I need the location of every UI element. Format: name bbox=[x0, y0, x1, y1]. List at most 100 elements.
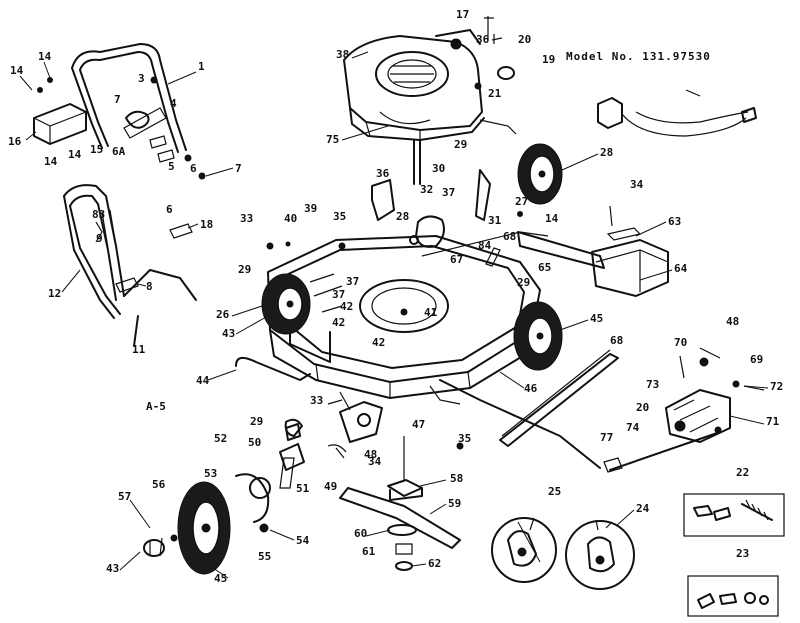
callout-c-74: 74 bbox=[626, 421, 640, 434]
callout-c-36a: 36 bbox=[476, 33, 490, 46]
callout-c-6b: 6 bbox=[190, 162, 197, 175]
callout-c-45b: 45 bbox=[214, 572, 227, 585]
callout-c-63: 63 bbox=[668, 215, 681, 228]
kit-22 bbox=[683, 493, 785, 537]
callout-c-29c: 29 bbox=[517, 276, 530, 289]
callout-c-29b: 29 bbox=[238, 263, 251, 276]
callout-c-41: 41 bbox=[424, 306, 438, 319]
callout-c-51: 51 bbox=[296, 482, 310, 495]
callout-c-7a: 7 bbox=[114, 93, 121, 106]
callout-c-70: 70 bbox=[674, 336, 687, 349]
callout-c-64: 64 bbox=[674, 262, 688, 275]
callout-c-6a: 6A bbox=[112, 145, 126, 158]
callout-c-14a: 14 bbox=[10, 64, 24, 77]
callout-c-37c: 37 bbox=[332, 288, 345, 301]
callout-c-23: 23 bbox=[736, 547, 749, 560]
rear-assembly bbox=[603, 347, 765, 473]
callout-c-1: 1 bbox=[198, 60, 205, 73]
callout-c-55: 55 bbox=[258, 550, 271, 563]
inset-25 bbox=[491, 517, 557, 583]
callout-c-75: 75 bbox=[326, 133, 339, 146]
control-box bbox=[33, 103, 87, 145]
callout-c-32: 32 bbox=[420, 183, 433, 196]
callout-leaders bbox=[19, 51, 769, 579]
callout-c-68b: 68 bbox=[610, 334, 623, 347]
callout-c-67: 67 bbox=[450, 253, 463, 266]
callout-c-77: 77 bbox=[600, 431, 613, 444]
callout-c-40: 40 bbox=[284, 212, 297, 225]
callout-c-20: 20 bbox=[518, 33, 531, 46]
callout-c-49: 49 bbox=[324, 480, 337, 493]
callout-c-35b: 35 bbox=[458, 432, 471, 445]
callout-c-16: 16 bbox=[8, 135, 22, 148]
callout-c-46: 46 bbox=[524, 382, 538, 395]
engine bbox=[343, 16, 517, 185]
callout-c-61: 61 bbox=[362, 545, 376, 558]
kit-23 bbox=[687, 575, 779, 617]
callout-c-57: 57 bbox=[118, 490, 131, 503]
callout-c-29d: 29 bbox=[250, 415, 263, 428]
callout-c-11: 11 bbox=[132, 343, 146, 356]
callout-c-38a: 38 bbox=[336, 48, 349, 61]
callout-c-72: 72 bbox=[770, 380, 783, 393]
upper-handle bbox=[71, 43, 187, 153]
callout-c-24: 24 bbox=[636, 502, 650, 515]
callout-c-39: 39 bbox=[304, 202, 317, 215]
callout-c-21: 21 bbox=[488, 87, 502, 100]
model-number-label: Model No. 131.97530 bbox=[566, 50, 711, 63]
callout-c-27: 27 bbox=[515, 195, 528, 208]
callout-c-6c: 6 bbox=[166, 203, 173, 216]
callout-c-30: 30 bbox=[432, 162, 445, 175]
callout-c-33a: 33 bbox=[240, 212, 253, 225]
callout-c-52: 52 bbox=[214, 432, 227, 445]
callout-c-62: 62 bbox=[428, 557, 441, 570]
callout-c-65: 65 bbox=[538, 261, 551, 274]
callout-c-42a: 42 bbox=[340, 300, 353, 313]
callout-c-20b: 20 bbox=[636, 401, 649, 414]
wheel-right-front bbox=[513, 301, 563, 371]
callout-c-43b: 43 bbox=[106, 562, 119, 575]
callout-c-69: 69 bbox=[750, 353, 763, 366]
callout-c-50: 50 bbox=[248, 436, 261, 449]
callout-c-14d: 14 bbox=[68, 148, 82, 161]
callout-c-18: 18 bbox=[200, 218, 213, 231]
callout-c-37b: 37 bbox=[346, 275, 359, 288]
callout-c-58: 58 bbox=[450, 472, 463, 485]
callout-c-14c: 14 bbox=[44, 155, 58, 168]
callout-c-8: 8 bbox=[146, 280, 153, 293]
callout-c-9: 9 bbox=[96, 232, 103, 245]
callout-c-47: 47 bbox=[412, 418, 425, 431]
callout-c-84: 84 bbox=[478, 239, 492, 252]
callout-c-19: 19 bbox=[542, 53, 555, 66]
wheel-top-right bbox=[517, 143, 563, 205]
callout-c-71: 71 bbox=[766, 415, 780, 428]
callout-c-4: 4 bbox=[170, 97, 177, 110]
callout-c-53: 53 bbox=[204, 467, 217, 480]
wheel-rear-left bbox=[261, 273, 311, 335]
callout-c-34b: 34 bbox=[368, 455, 382, 468]
callout-c-28: 28 bbox=[600, 146, 613, 159]
callout-c-28b: 28 bbox=[396, 210, 409, 223]
callout-c-35a: 35 bbox=[333, 210, 346, 223]
callout-c-37a: 37 bbox=[442, 186, 455, 199]
callout-c-44: 44 bbox=[196, 374, 210, 387]
handle-hardware bbox=[37, 76, 206, 347]
callout-c-36b: 36 bbox=[376, 167, 390, 180]
callout-c-42b: 42 bbox=[332, 316, 345, 329]
inset-24 bbox=[565, 519, 635, 590]
callout-c-3: 3 bbox=[138, 72, 145, 85]
callout-c-7b: 7 bbox=[235, 162, 242, 175]
callout-c-14e: 14 bbox=[545, 212, 559, 225]
discharge-chute bbox=[591, 205, 669, 297]
wheel-exploded bbox=[143, 423, 301, 575]
callout-c-22a: 22 bbox=[736, 466, 749, 479]
callout-c-42c: 42 bbox=[372, 336, 385, 349]
callout-c-48: 48 bbox=[726, 315, 739, 328]
callout-c-59: 59 bbox=[448, 497, 461, 510]
callout-c-14b: 14 bbox=[38, 50, 52, 63]
callout-c-54: 54 bbox=[296, 534, 310, 547]
callout-c-31: 31 bbox=[488, 214, 502, 227]
callout-c-17: 17 bbox=[456, 8, 469, 21]
